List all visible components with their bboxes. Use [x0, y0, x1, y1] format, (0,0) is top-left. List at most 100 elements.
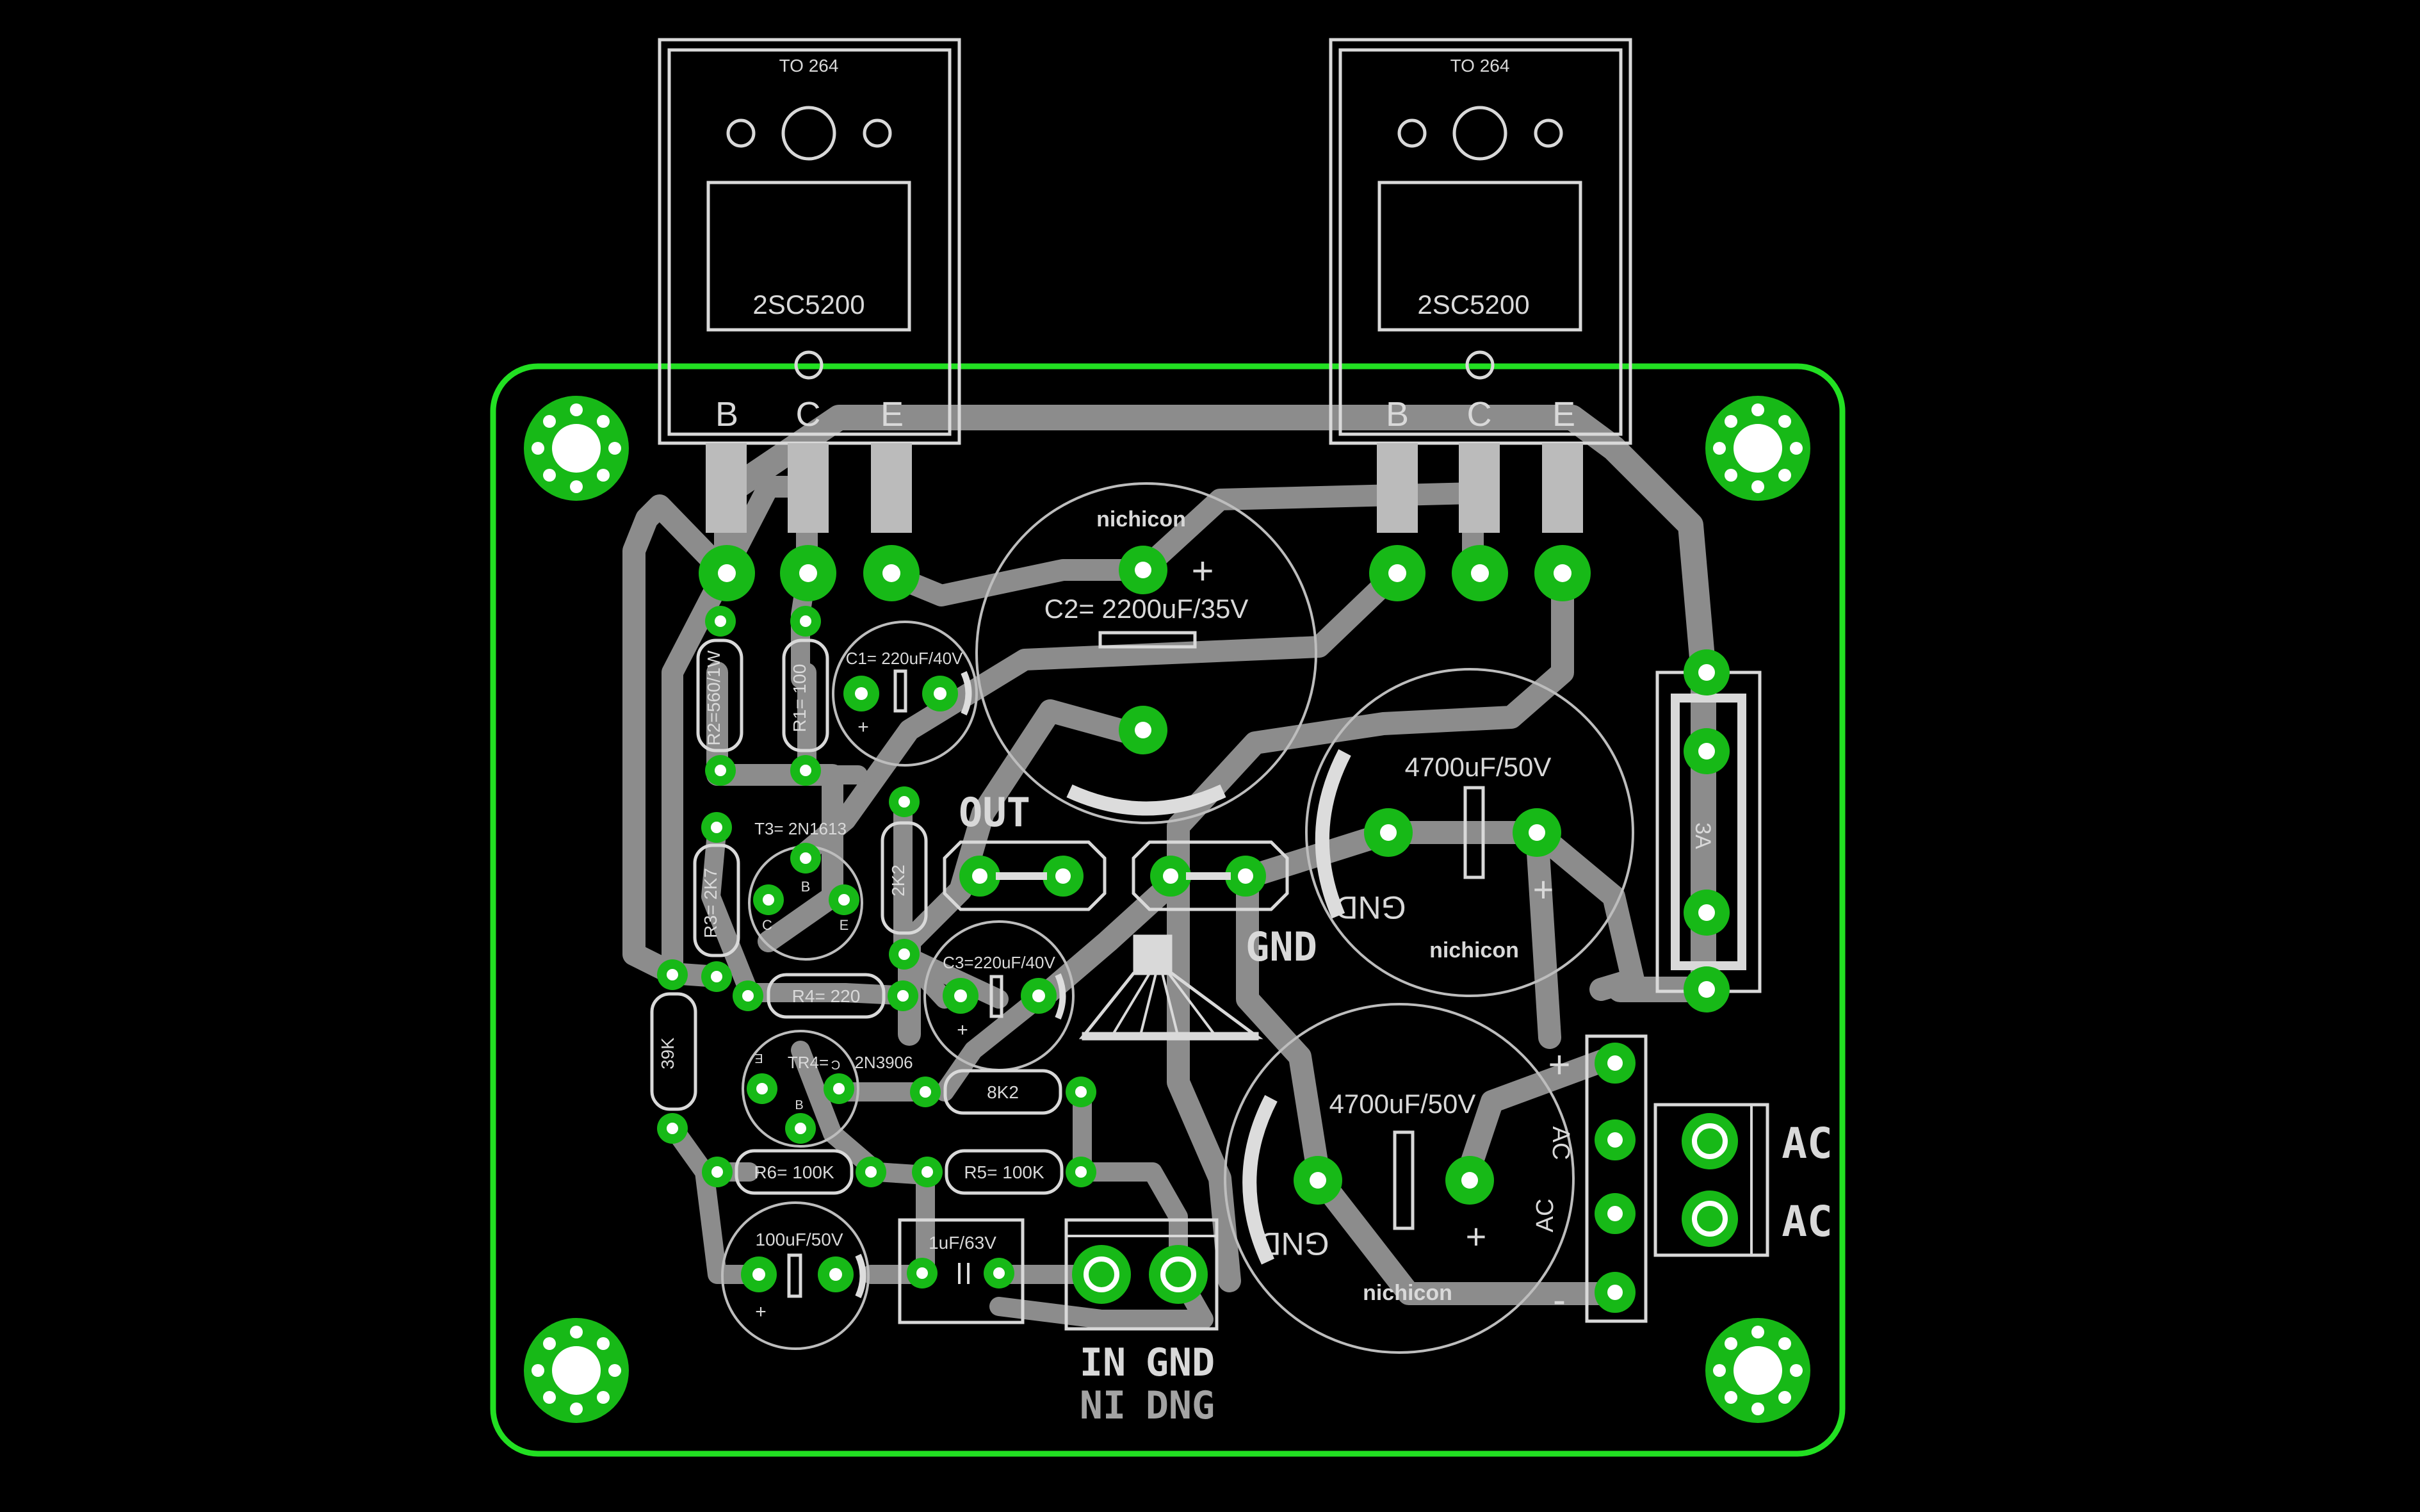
r4-label: R4= 220 [792, 986, 861, 1006]
fuse-label: 3A [1691, 822, 1715, 849]
pad-supply-4 [1595, 1272, 1636, 1313]
pad-out-1 [959, 856, 1000, 897]
pad-r6-right [856, 1157, 886, 1187]
capacitor-input: 100uF/50V + [721, 1201, 870, 1350]
pad-out-2 [1043, 856, 1084, 897]
tr4-pin-e: E [754, 1051, 763, 1065]
main-upper-gnd: GND [1335, 890, 1406, 925]
c1-plus: + [857, 717, 869, 738]
cin-label: 100uF/50V [756, 1230, 843, 1249]
pad-c2-minus [1119, 706, 1167, 754]
mounting-hole-br [1705, 1318, 1810, 1423]
ac-terminal-block: AC AC [1653, 1103, 1833, 1257]
pad-gnd-2 [1225, 856, 1266, 897]
in-label: IN [1080, 1340, 1126, 1385]
resistor-r3: R3= 2K7 [693, 843, 740, 957]
cin-plus: + [755, 1301, 767, 1322]
pad-main2-b [1445, 1156, 1494, 1205]
speaker-gnd-label: GND [1246, 923, 1317, 970]
mounting-holes [524, 396, 1810, 1423]
pad-r1-bottom [790, 755, 821, 786]
pad-fuse-4 [1684, 966, 1730, 1012]
r39k-label: 39K [658, 1037, 678, 1069]
q2-package-label: TO 264 [1450, 56, 1510, 76]
r2k2-label: 2K2 [888, 865, 908, 897]
t3-pin-e: E [840, 917, 849, 933]
cfilm-label: 1uF/63V [929, 1233, 996, 1253]
q1-part-label: 2SC5200 [752, 289, 865, 320]
capacitor-film: 1uF/63V [898, 1218, 1025, 1324]
q2-part-label: 2SC5200 [1417, 289, 1529, 320]
tr4-label: TR4= [788, 1053, 829, 1072]
q1-pin-b: B [715, 395, 738, 434]
mounting-hole-tl [524, 396, 629, 501]
pad-q2-e [1534, 545, 1591, 601]
mounting-hole-bl [524, 1318, 629, 1423]
tr4-pin-b: B [795, 1098, 803, 1112]
pad-cin-b [818, 1256, 854, 1292]
main-upper-brand: nichicon [1429, 938, 1519, 963]
transistor-q1: TO 264 2SC5200 B C E [658, 38, 961, 533]
q1-package-label: TO 264 [779, 56, 839, 76]
pad-r2-bottom [705, 755, 736, 786]
in-gnd-label: GND [1146, 1340, 1215, 1385]
pad-cin-a [741, 1256, 777, 1292]
r3-label: R3= 2K7 [701, 868, 720, 938]
pad-r3-top [701, 812, 732, 843]
pad-tr4-c [824, 1073, 854, 1104]
r8k2-label: 8K2 [987, 1082, 1019, 1102]
ac-label-1: AC [1782, 1119, 1832, 1168]
mounting-hole-tr [1705, 396, 1810, 501]
t3-pin-b: B [801, 879, 811, 895]
main-lower-brand: nichicon [1363, 1281, 1452, 1305]
pad-main2-a [1294, 1156, 1342, 1205]
pad-c3-a [943, 978, 979, 1014]
tr4-part: 2N3906 [854, 1053, 913, 1072]
pad-tr4-b [785, 1113, 816, 1144]
tr4-pin-c: C [831, 1057, 840, 1071]
c3-label: C3=220uF/40V [943, 953, 1055, 972]
speaker-icon [1078, 934, 1263, 1041]
pads [657, 545, 1738, 1313]
ac-vertical-2: AC [1532, 1199, 1559, 1233]
pad-q1-c [780, 545, 836, 601]
pad-39k-bottom [657, 1113, 688, 1144]
pad-8k2-right [1066, 1077, 1096, 1107]
input-terminal-block: IN GND NI DNG [1064, 1218, 1219, 1428]
r2-label: R2=560/1W [704, 650, 724, 745]
pad-cfilm-a [907, 1258, 938, 1288]
pad-c3-b [1021, 978, 1057, 1014]
pad-tr4-e [747, 1073, 777, 1104]
resistor-8k2: 8K2 [943, 1069, 1062, 1115]
pad-t3-c [753, 884, 784, 915]
pad-t3-b [790, 843, 821, 874]
pad-2k2-bottom [889, 939, 920, 970]
resistor-r1: R1= 100 [782, 638, 829, 752]
supply-minus-label: - [1553, 1278, 1566, 1321]
supply-plus-label: + [1548, 1043, 1570, 1086]
capacitor-main-upper: 4700uF/50V nichicon GND + [1305, 668, 1634, 997]
resistor-r2: R2=560/1W [696, 638, 743, 752]
pad-r2-top [705, 606, 736, 637]
r6-label: R6= 100K [754, 1162, 834, 1182]
main-lower-plus: + [1466, 1216, 1487, 1256]
gnd-mirror-label: DNG [1146, 1383, 1215, 1428]
resistor-r4: R4= 220 [767, 973, 886, 1019]
t3-label: T3= 2N1613 [754, 819, 847, 838]
out-label: OUT [959, 789, 1030, 836]
capacitor-main-lower: 4700uF/50V nichicon GND + [1224, 1003, 1575, 1354]
c2-label: C2= 2200uF/35V [1044, 594, 1249, 624]
pad-q1-e [863, 545, 920, 601]
main-upper-label: 4700uF/50V [1405, 752, 1552, 782]
ac-label-2: AC [1782, 1197, 1832, 1246]
pad-cfilm-b [984, 1258, 1014, 1288]
ac-vertical-1: AC [1547, 1126, 1574, 1160]
pad-r4-left [733, 980, 763, 1011]
pad-ac-2 [1682, 1191, 1738, 1247]
pad-q2-c [1452, 545, 1508, 601]
pad-supply-2 [1595, 1119, 1636, 1160]
in-mirror-label: NI [1080, 1383, 1126, 1428]
pad-ac-1 [1682, 1113, 1738, 1169]
q1-pin-e: E [881, 395, 904, 434]
